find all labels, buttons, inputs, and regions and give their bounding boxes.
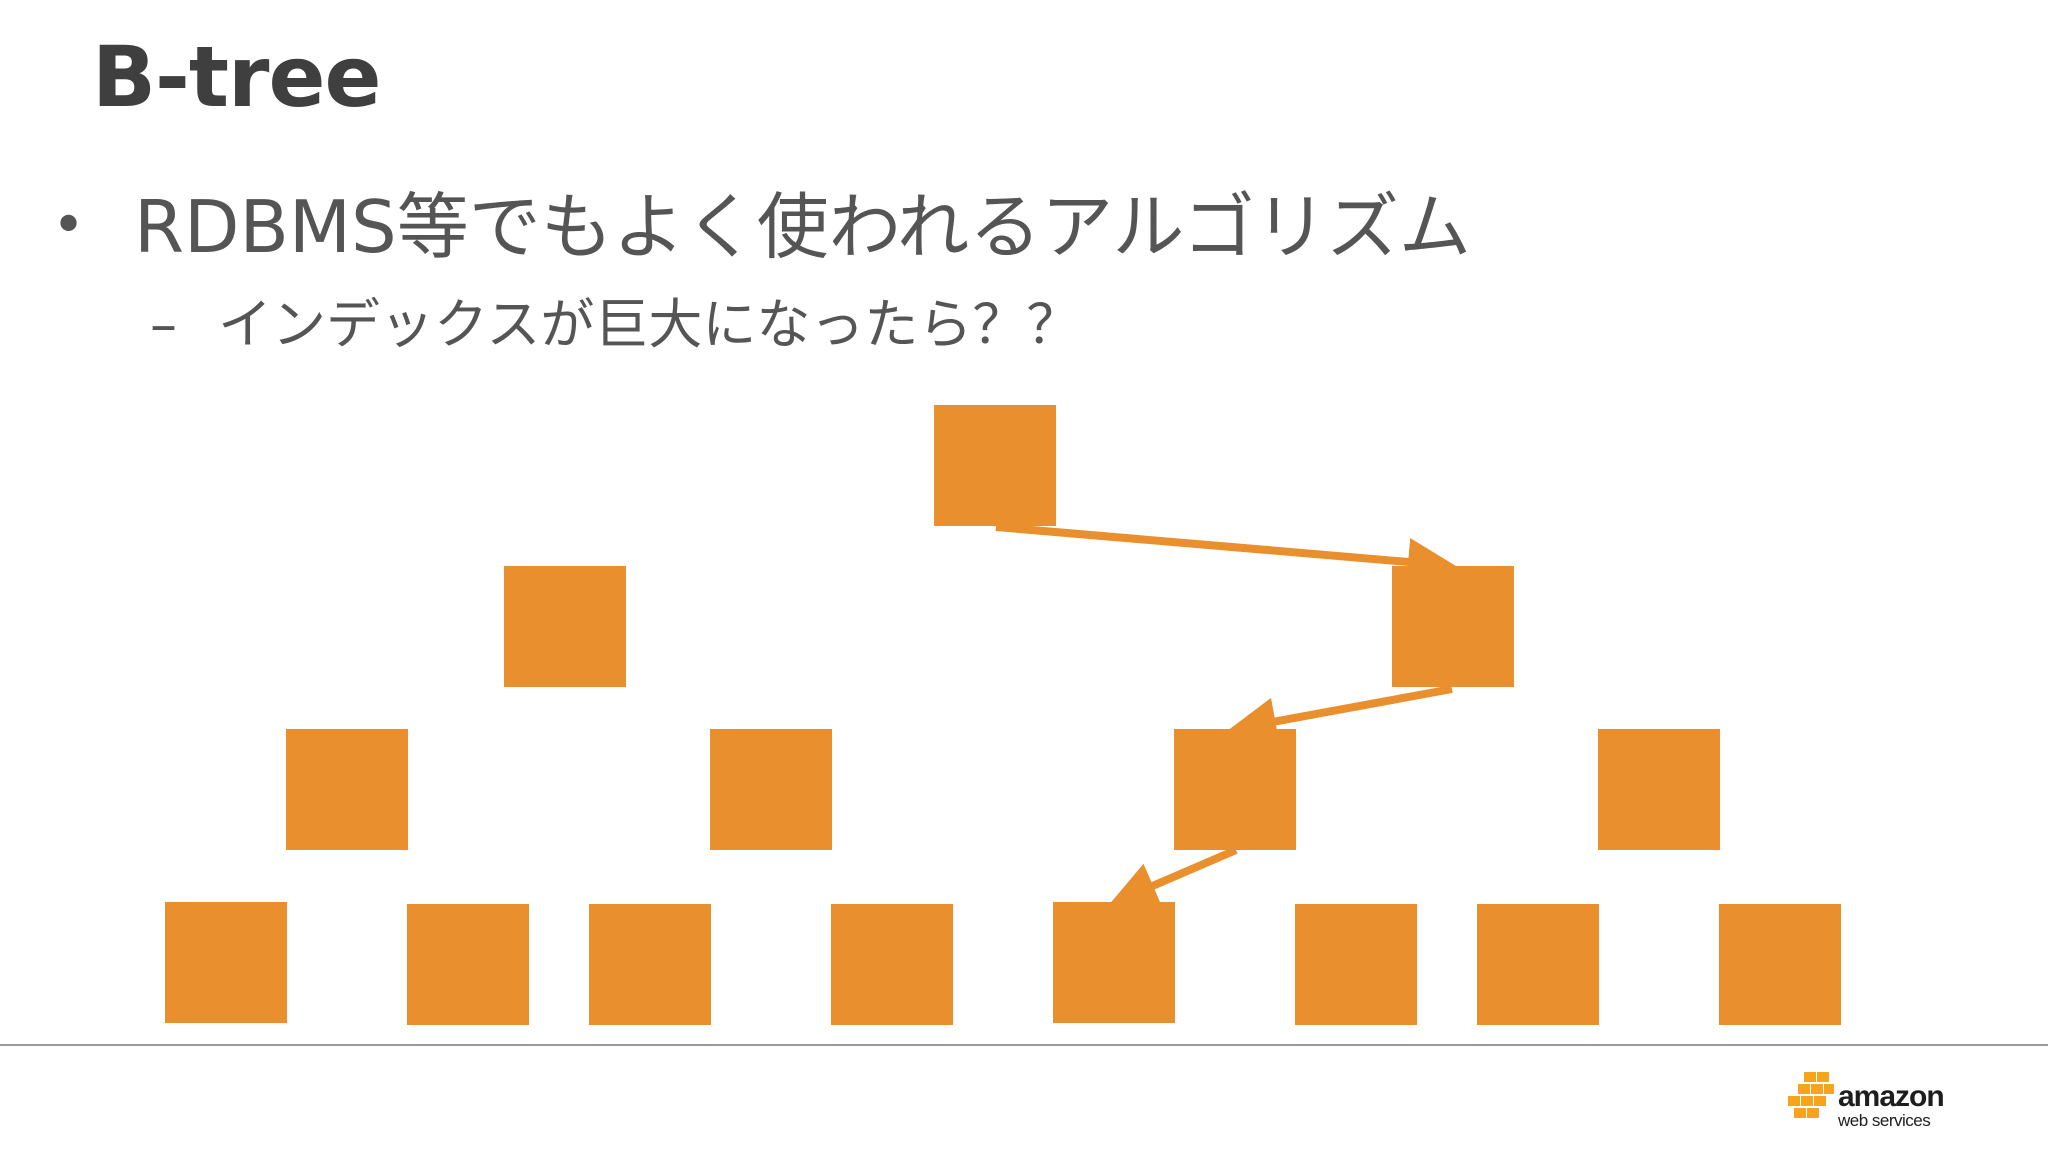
bullet-marker: • <box>52 193 86 258</box>
level2-node1 <box>286 729 408 850</box>
arrow-level1-to-level2 <box>1228 685 1453 746</box>
aws-logo: amazon web services <box>1786 1066 1946 1130</box>
logo-wordmark: amazon <box>1838 1080 1945 1113</box>
level3-node8 <box>1719 904 1841 1025</box>
sub-bullet-item: –インデックスが巨大になったら？？ <box>150 280 1080 359</box>
level3-node7 <box>1477 904 1599 1025</box>
slide-title: B-tree <box>92 28 381 126</box>
level3-node1 <box>165 902 287 1023</box>
level2-node2 <box>710 729 832 850</box>
level1-node1 <box>504 566 626 687</box>
arrow-level2-to-level3 <box>1108 846 1238 908</box>
aws-cubes-icon <box>1788 1072 1834 1118</box>
arrow-root-to-level1 <box>995 523 1456 586</box>
logo-subtext: web services <box>1838 1111 1931 1130</box>
bullet-item: • RDBMS等でもよく使われるアルゴリズム <box>52 168 1471 273</box>
level3-node5 <box>1053 902 1175 1023</box>
level3-node6 <box>1295 904 1417 1025</box>
level1-node2 <box>1392 566 1514 687</box>
sub-bullet-marker: – <box>150 293 177 356</box>
bullet-text: RDBMS等でもよく使われるアルゴリズム <box>134 185 1471 269</box>
level2-node3 <box>1174 729 1296 850</box>
footer-divider <box>0 1044 2048 1046</box>
sub-bullet-text: インデックスが巨大になったら？？ <box>218 293 1081 356</box>
level0-node1 <box>934 405 1056 526</box>
level3-node2 <box>407 904 529 1025</box>
level3-node4 <box>831 904 953 1025</box>
level2-node4 <box>1598 729 1720 850</box>
level3-node3 <box>589 904 711 1025</box>
